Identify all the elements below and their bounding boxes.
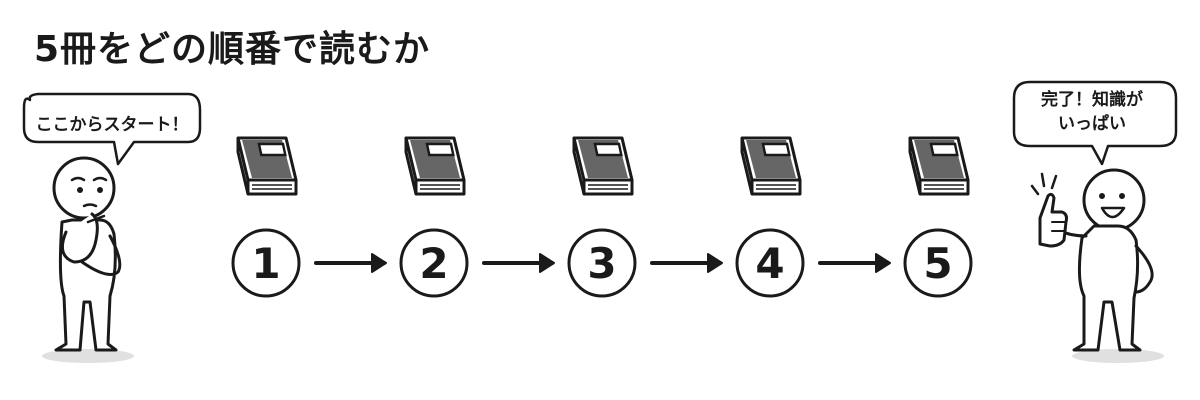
arrow-right-icon xyxy=(482,252,556,274)
end-speech-line-2: いっぱい xyxy=(1058,114,1126,134)
step-circle xyxy=(231,228,301,298)
end-speech-line-1: 完了！知識が xyxy=(1041,90,1143,110)
book-icon xyxy=(572,136,634,196)
arrow-right-icon xyxy=(650,252,724,274)
arrow-right-icon xyxy=(314,252,388,274)
book-icon xyxy=(740,136,802,196)
thinking-person-figure xyxy=(42,156,134,363)
start-speech-text: ここからスタート！ xyxy=(35,115,189,135)
page-title: 5冊をどの順番で読むか xyxy=(34,29,431,70)
book-icon xyxy=(908,136,970,196)
step-number-5: 5 xyxy=(923,238,953,288)
arrow-right-icon xyxy=(818,252,892,274)
end-speech-text: 完了！知識が いっぱい xyxy=(1012,88,1172,136)
step-circle xyxy=(399,228,469,298)
step-number-1: 1 xyxy=(251,238,281,288)
step-circle xyxy=(903,228,973,298)
step-number-3: 3 xyxy=(587,238,617,288)
happy-person-figure xyxy=(1030,168,1164,363)
end-speech-bubble xyxy=(1012,80,1178,166)
start-speech-bubble xyxy=(22,92,202,166)
book-icon xyxy=(404,136,466,196)
step-circle xyxy=(567,228,637,298)
step-number-4: 4 xyxy=(755,238,785,288)
book-icon xyxy=(236,136,298,196)
step-number-2: 2 xyxy=(419,238,449,288)
step-circle xyxy=(735,228,805,298)
